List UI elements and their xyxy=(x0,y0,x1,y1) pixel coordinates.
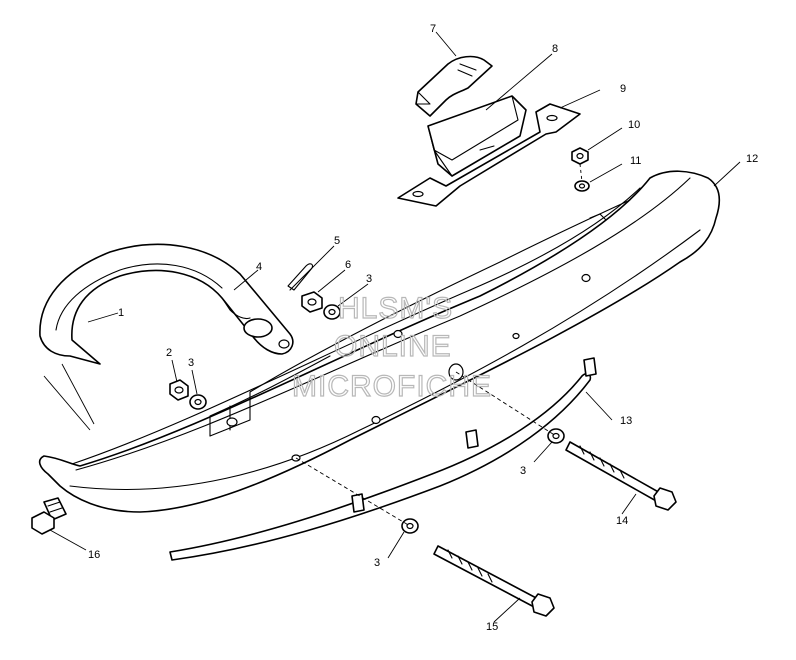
part-11-lock-washer xyxy=(574,180,590,192)
callout-9: 9 xyxy=(620,83,626,95)
part-8-channel xyxy=(427,95,527,177)
callout-14: 14 xyxy=(616,515,628,527)
watermark-line-3: MICROFICHE xyxy=(292,370,492,403)
callout-2: 2 xyxy=(166,347,172,359)
callout-12: 12 xyxy=(746,153,758,165)
callout-1: 1 xyxy=(118,307,124,319)
leader-lines xyxy=(43,31,741,623)
callouts: 1 2 3 4 5 6 3 7 8 9 10 11 12 13 3 14 3 1… xyxy=(88,23,758,633)
callout-15: 15 xyxy=(486,621,498,633)
callout-5: 5 xyxy=(334,235,340,247)
part-6-castle-nut xyxy=(301,291,323,313)
part-5-cotter-pin xyxy=(287,263,314,291)
callout-3-c: 3 xyxy=(520,465,526,477)
part-2-nut xyxy=(169,379,189,401)
part-16-bolt xyxy=(31,497,67,535)
part-3-washer-d xyxy=(401,518,419,534)
callout-4: 4 xyxy=(256,261,262,273)
callout-3-d: 3 xyxy=(374,557,380,569)
callout-8: 8 xyxy=(552,43,558,55)
watermark-line-1: HLSM'S xyxy=(338,292,453,325)
part-9-plate xyxy=(397,103,581,207)
callout-11: 11 xyxy=(630,155,641,167)
watermark: HLSM'S ONLINE MICROFICHE xyxy=(291,291,492,403)
part-12-ski xyxy=(38,170,721,513)
callout-3-a: 3 xyxy=(188,357,194,369)
callout-10: 10 xyxy=(628,119,640,131)
part-14-bolt xyxy=(565,441,677,511)
callout-3-b: 3 xyxy=(366,273,372,285)
part-3-washer-a xyxy=(189,394,207,410)
part-13-wear-bar xyxy=(169,357,597,561)
callout-16: 16 xyxy=(88,549,100,561)
part-1-handle xyxy=(39,243,294,365)
watermark-line-2: ONLINE xyxy=(334,330,452,363)
part-3-washer-c xyxy=(547,428,565,444)
callout-13: 13 xyxy=(620,415,632,427)
callout-7: 7 xyxy=(430,23,436,35)
part-7-cushion xyxy=(415,55,493,117)
part-3-washer-b xyxy=(323,304,341,320)
part-10-nut xyxy=(571,147,589,165)
part-15-bolt xyxy=(433,545,555,617)
callout-6: 6 xyxy=(345,259,351,271)
